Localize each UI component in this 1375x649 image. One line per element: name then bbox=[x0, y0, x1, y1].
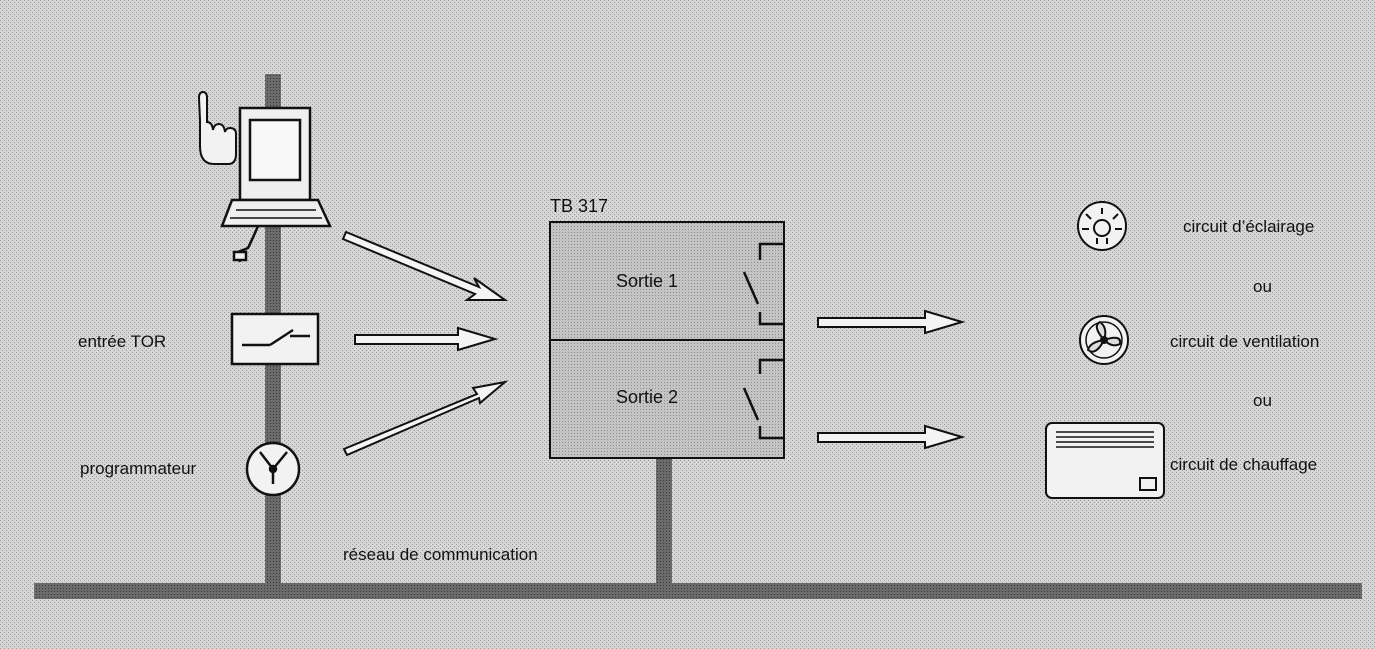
computer-terminal-icon bbox=[220, 106, 332, 263]
switch-contact-icon bbox=[230, 312, 320, 366]
programmer-label: programmateur bbox=[80, 459, 197, 478]
arrow-sortie1-out bbox=[817, 309, 966, 335]
fan-icon bbox=[1079, 315, 1129, 365]
lamp-icon bbox=[1077, 201, 1127, 251]
relay-contact-icon bbox=[742, 358, 784, 440]
communication-network-bus bbox=[34, 583, 1362, 599]
heating-circuit-label: circuit de chauffage bbox=[1170, 455, 1318, 474]
output-arrows bbox=[817, 309, 966, 450]
lighting-circuit-label: circuit d’éclairage bbox=[1183, 217, 1315, 236]
clock-programmer-icon bbox=[245, 441, 301, 497]
relay-contact-icon bbox=[742, 242, 784, 326]
arrow-tor-to-module bbox=[354, 326, 499, 352]
arrow-terminal-to-module bbox=[341, 230, 509, 301]
radiator-heater-icon bbox=[1045, 422, 1165, 499]
module-tb317 bbox=[549, 221, 785, 459]
pointing-hand-icon bbox=[197, 90, 237, 165]
or-label-1: ou bbox=[1253, 277, 1272, 296]
module-bus-line bbox=[656, 458, 672, 590]
output-2-label: Sortie 2 bbox=[616, 387, 679, 407]
module-title: TB 317 bbox=[550, 196, 609, 216]
or-label-2: ou bbox=[1253, 391, 1272, 410]
arrow-programmer-to-module bbox=[342, 380, 509, 457]
output-1-label: Sortie 1 bbox=[616, 271, 679, 291]
tor-input-label: entrée TOR bbox=[78, 332, 167, 351]
ventilation-circuit-label: circuit de ventilation bbox=[1170, 332, 1320, 351]
input-arrows bbox=[341, 230, 509, 457]
network-label: réseau de communication bbox=[343, 545, 538, 564]
arrow-sortie2-out bbox=[817, 424, 966, 450]
